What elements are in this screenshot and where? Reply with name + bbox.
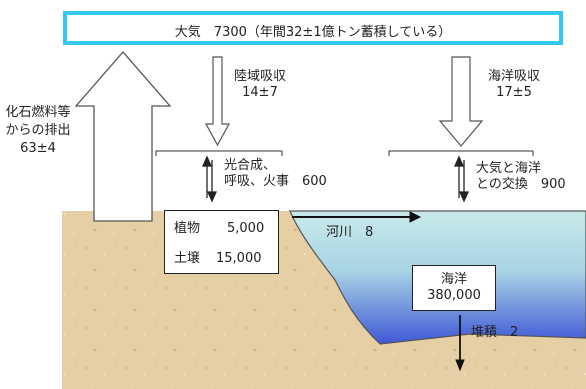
plants-value: 5,000 <box>227 221 265 236</box>
river-label: 河川 8 <box>326 225 374 240</box>
land-carbon-store-box: 植物 5,000 土壌 15,000 <box>164 210 279 274</box>
soil-value: 15,000 <box>216 251 262 266</box>
plants-label: 植物 <box>174 221 201 236</box>
land-uptake-arrow <box>204 56 231 147</box>
ocean-bracket <box>388 150 534 156</box>
land-bracket <box>155 150 283 156</box>
sediment-label: 堆積 2 <box>471 325 519 340</box>
sediment-arrow <box>455 315 465 372</box>
ocean-exchange-arrows <box>453 155 470 203</box>
fossil-emission-label: 化石燃料等 からの排出 63±4 <box>5 105 71 156</box>
river-arrow <box>292 211 422 223</box>
land-uptake-label: 陸域吸収 14±7 <box>233 69 286 100</box>
atmosphere-box: 大気 7300（年間32±1億トン蓄積している） <box>63 11 563 45</box>
ocean-uptake-arrow <box>438 56 484 147</box>
atmosphere-label: 大気 7300（年間32±1億トン蓄積している） <box>174 25 452 40</box>
ocean-store-label: 海洋 380,000 <box>427 272 481 303</box>
photosynthesis-exchange-arrows <box>201 155 218 203</box>
photosynthesis-label: 光合成、 呼吸、火事 600 <box>224 158 327 189</box>
soil-label: 土壌 <box>174 251 201 266</box>
ocean-uptake-label: 海洋吸収 17±5 <box>487 69 540 100</box>
ocean-carbon-store-box: 海洋 380,000 <box>412 265 496 311</box>
fossil-emission-arrow <box>74 51 172 222</box>
ocean-exchange-label: 大気と海洋 との交換 900 <box>476 161 566 192</box>
